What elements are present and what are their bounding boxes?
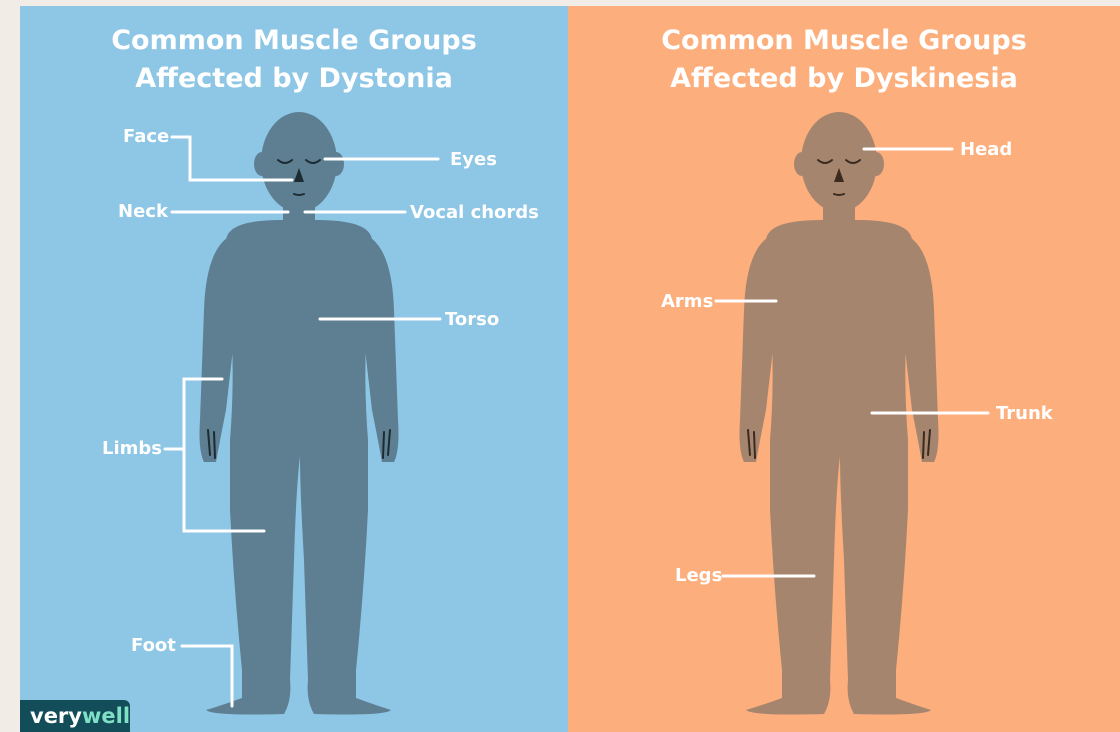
dyskinesia-panel: Common Muscle Groups Affected by Dyskine…	[568, 6, 1120, 732]
arm-left-shape	[200, 236, 235, 462]
arm-right-shape	[364, 236, 399, 462]
dystonia-panel: Common Muscle Groups Affected by Dystoni…	[20, 6, 568, 732]
label-neck: Neck	[118, 202, 168, 222]
label-torso: Torso	[445, 310, 499, 330]
torso-shape	[746, 220, 931, 715]
logo-part2: well	[82, 704, 130, 728]
head-shape	[801, 112, 877, 212]
logo-part1: very	[30, 704, 82, 728]
dystonia-body-figure	[196, 110, 416, 720]
arm-left-shape	[740, 236, 775, 462]
dyskinesia-body-figure	[736, 110, 956, 720]
label-eyes: Eyes	[450, 150, 497, 170]
ear-left-shape	[794, 152, 810, 176]
label-limbs: Limbs	[102, 439, 162, 459]
verywell-logo: verywell	[20, 700, 130, 732]
ear-right-shape	[328, 152, 344, 176]
label-foot: Foot	[131, 636, 176, 656]
dystonia-title-line1: Common Muscle Groups	[20, 22, 568, 60]
dyskinesia-title: Common Muscle Groups Affected by Dyskine…	[568, 22, 1120, 98]
label-face: Face	[123, 127, 169, 147]
label-trunk: Trunk	[996, 404, 1053, 424]
label-arms: Arms	[661, 292, 713, 312]
mouth	[294, 194, 304, 195]
dystonia-title: Common Muscle Groups Affected by Dystoni…	[20, 22, 568, 98]
head-shape	[261, 112, 337, 212]
ear-left-shape	[254, 152, 270, 176]
torso-shape	[206, 220, 391, 715]
label-legs: Legs	[675, 566, 722, 586]
dyskinesia-title-line1: Common Muscle Groups	[568, 22, 1120, 60]
ear-right-shape	[868, 152, 884, 176]
arm-right-shape	[904, 236, 939, 462]
dystonia-title-line2: Affected by Dystonia	[20, 60, 568, 98]
dyskinesia-title-line2: Affected by Dyskinesia	[568, 60, 1120, 98]
label-vocal-chords: Vocal chords	[410, 203, 539, 223]
mouth	[834, 194, 844, 195]
label-head: Head	[960, 140, 1012, 160]
